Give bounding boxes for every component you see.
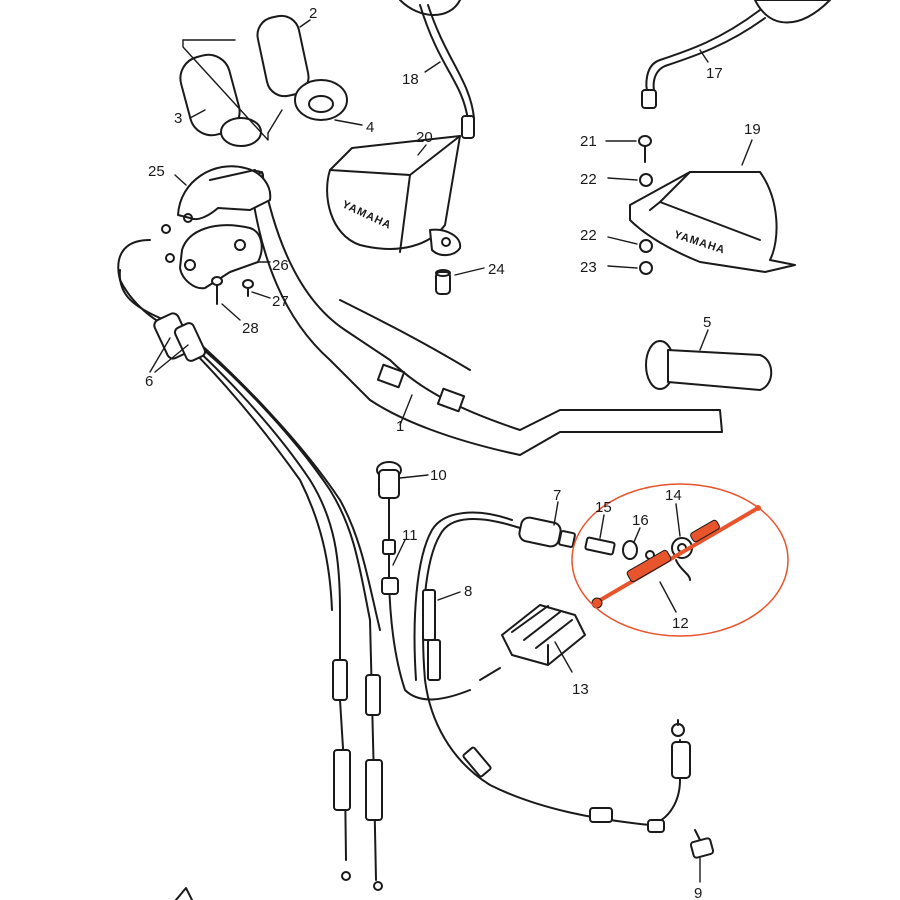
part-number-label: 1 [396,418,404,435]
leader-line [741,139,753,166]
part-number-label: 4 [366,119,374,136]
leader-line [149,337,171,373]
leader-line [454,267,485,276]
partial-fragment [175,887,193,900]
part-number-label: 23 [580,259,597,276]
leader-line [221,303,241,321]
throttle-housing-upper[interactable] [177,165,272,223]
leader-line [417,144,427,156]
leader-line [699,329,709,351]
part-number-label: 14 [665,487,682,504]
left-grip[interactable] [645,340,773,391]
part-number-label: 10 [430,467,447,484]
part-number-label: 3 [174,110,182,127]
leader-line [607,177,638,181]
screw-part-28[interactable] [211,276,223,305]
cable-holder-part-13[interactable] [501,604,586,666]
part-number-label: 9 [694,885,702,900]
leader-line [675,503,681,537]
washer-part-22[interactable] [639,239,653,253]
part-number-label: 21 [580,133,597,150]
leader-line [553,501,559,526]
part-number-label: 11 [402,527,418,544]
part-number-label: 18 [402,71,419,88]
screw-part-27[interactable] [242,279,254,297]
leader-line [437,591,461,601]
leader-line [299,19,311,28]
leader-line [699,49,709,63]
clutch-cable-part-8[interactable] [413,511,691,833]
part-number-label: 16 [632,512,649,529]
grip-inner[interactable] [175,50,262,147]
part-number-label: 15 [595,499,612,516]
highlight-ellipse [571,483,789,637]
part-number-label: 8 [464,583,472,600]
part-number-label: 17 [706,65,723,82]
leader-line [633,527,641,543]
washer-part-22[interactable] [639,173,653,187]
mirror-right[interactable] [399,0,475,139]
leader-line [189,109,206,119]
throttle-housing-lower[interactable] [179,224,263,290]
leader-line [424,61,441,73]
throttle-grip[interactable] [254,13,348,121]
cable-end [479,667,501,681]
leader-line [334,119,363,126]
bolt-part-9[interactable] [689,829,715,859]
bolt-part-15[interactable] [584,536,616,556]
leader-line [599,514,605,539]
part-number-label: 13 [572,681,589,698]
part-number-label: 28 [242,320,259,337]
part-number-label: 19 [744,121,761,138]
bolt-part-21[interactable] [638,135,652,163]
leader-line [607,265,638,269]
leader-line [267,109,283,134]
part-number-label: 26 [272,257,289,274]
bracket-line [182,39,269,141]
nut-part-23[interactable] [639,261,653,275]
leader-line [174,174,187,186]
highlighted-cable-part-12[interactable] [591,505,761,609]
handlebar[interactable] [248,170,723,456]
part-number-label: 27 [272,293,289,310]
choke-cable-part-11[interactable] [381,514,471,701]
part-number-label: 24 [488,261,505,278]
leader-line [154,344,189,373]
screw-head [161,224,171,234]
leader-line [554,641,573,673]
mirror-left[interactable] [641,0,831,109]
clip-part-14[interactable] [671,537,693,581]
leader-line [607,236,638,245]
leader-line [392,539,406,566]
leader-line [399,394,413,426]
part-number-label: 5 [703,314,711,331]
part-number-label: 25 [148,163,165,180]
part-number-label: 6 [145,373,153,390]
part-number-label: 20 [416,129,433,146]
spacer-part-24[interactable] [435,269,451,295]
part-number-label: 22 [580,171,597,188]
leader-line [251,291,271,299]
leader-line [399,474,429,479]
hand-guard-right[interactable]: YAMAHA [326,135,462,256]
leader-line [659,581,677,613]
part-number-label: 2 [309,5,317,22]
part-number-label: 22 [580,227,597,244]
screw-head [165,253,175,263]
throttle-cables[interactable] [117,239,383,891]
part-number-label: 12 [672,615,689,632]
part-number-label: 7 [553,487,561,504]
hand-guard-left[interactable]: YAMAHA [629,171,796,273]
clutch-adjuster-part-7[interactable] [518,516,576,548]
choke-knob-part-10[interactable] [376,461,402,516]
washer-part-16[interactable] [622,540,655,560]
